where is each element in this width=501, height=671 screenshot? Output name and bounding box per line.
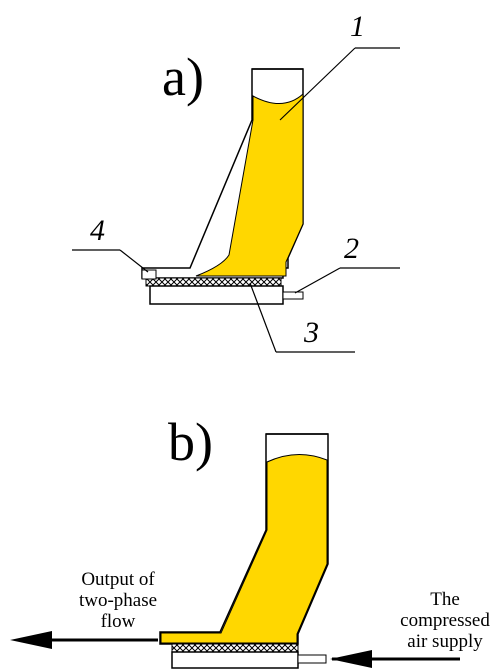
output-label-line-2: two-phase — [79, 590, 157, 611]
callout-3-leader — [249, 282, 277, 353]
outlet-lip-a — [141, 269, 157, 280]
panel-a: a) 1 2 3 4 — [72, 10, 400, 353]
plenum-chamber-a — [149, 285, 284, 305]
input-arrow-head — [330, 650, 372, 668]
air-inlet-pipe-b — [297, 654, 327, 664]
callout-4-label: 4 — [90, 214, 105, 247]
material-b — [160, 454, 328, 644]
callout-3-label: 3 — [303, 316, 319, 349]
panel-a-title: a) — [162, 47, 204, 107]
output-arrow-head — [10, 631, 52, 649]
output-label-line-3: flow — [101, 611, 136, 632]
input-label-line-1: The — [430, 589, 460, 610]
input-label-line-2: compressed — [400, 610, 490, 631]
callout-1-leader — [279, 47, 356, 121]
callout-4-leader — [119, 249, 149, 273]
plenum-chamber-b — [171, 651, 299, 669]
porous-plate-a — [145, 277, 282, 287]
output-label-line-1: Output of — [81, 569, 155, 590]
callout-2-label: 2 — [344, 232, 359, 265]
porous-plate-b — [171, 643, 299, 653]
material-a — [195, 92, 304, 277]
air-inlet-pipe-a — [282, 291, 304, 300]
callout-2-leader — [294, 267, 341, 294]
panel-b: b) Output of two-phase flow The compress… — [10, 412, 490, 669]
callout-1-label: 1 — [350, 10, 365, 43]
panel-b-title: b) — [168, 412, 213, 472]
input-label-line-3: air supply — [407, 631, 483, 652]
